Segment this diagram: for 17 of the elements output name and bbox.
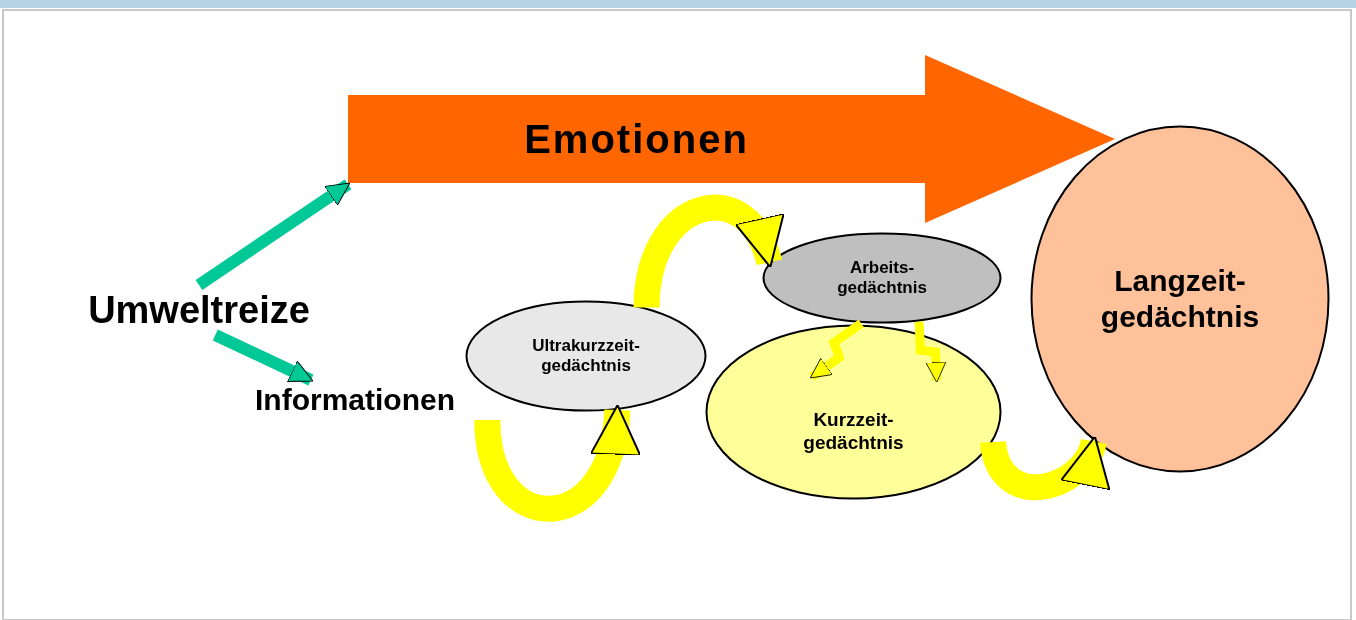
arrow-band: [348, 55, 1115, 223]
memory-ellipse: [762, 232, 1002, 324]
arrow: [809, 319, 864, 381]
arrow: [195, 179, 352, 290]
node-label: Langzeit- gedächtnis: [1100, 263, 1260, 335]
arrow: [914, 321, 947, 383]
arrow: [980, 435, 1107, 500]
arrow: [212, 329, 314, 386]
text-label: Informationen: [208, 380, 502, 420]
node-label: Arbeits- gedächtnis: [837, 257, 927, 299]
memory-ellipse: [465, 300, 707, 412]
text-label: Umweltreize: [36, 285, 362, 335]
node-label: Emotionen: [524, 116, 749, 163]
node-label: Ultrakurzzeit- gedächtnis: [532, 335, 640, 377]
memory-ellipse: [705, 324, 1002, 500]
node-label: Kurzzeit- gedächtnis: [803, 409, 904, 455]
memory-ellipse: [1030, 125, 1330, 473]
